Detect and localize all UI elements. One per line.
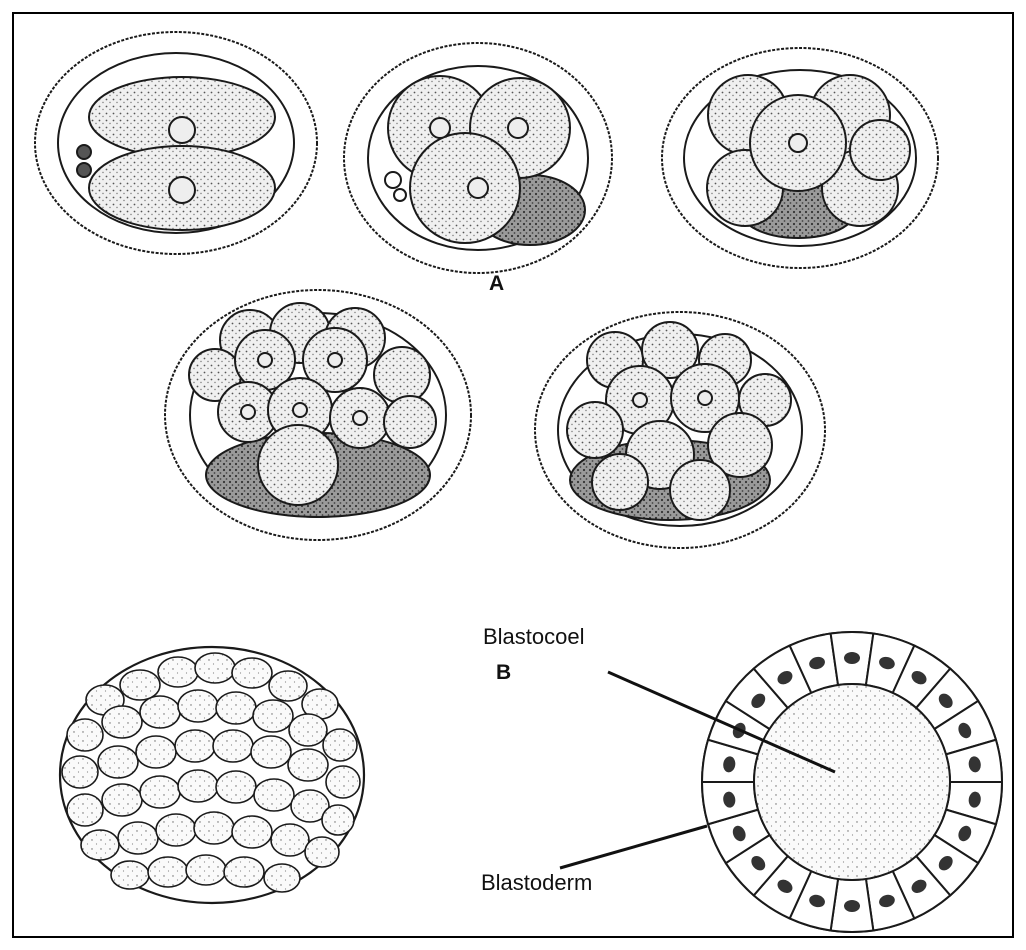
thirty-two-cell-stage	[535, 312, 825, 548]
cell-nucleus	[844, 900, 860, 912]
sixteen-cell-stage	[165, 290, 471, 540]
morula	[60, 647, 364, 903]
blastocoel-cavity	[754, 684, 950, 880]
two-cell-stage	[35, 32, 317, 254]
blastocoel-label: Blastocoel	[483, 624, 585, 650]
blastoderm-leader-line	[560, 826, 707, 868]
part-a-label: A	[489, 272, 504, 296]
four-cell-stage	[344, 43, 612, 273]
blastoderm-label: Blastoderm	[481, 870, 592, 896]
cell-nucleus	[844, 652, 860, 664]
blastula	[702, 632, 1002, 932]
part-b-label: B	[496, 661, 511, 685]
eight-cell-stage	[662, 48, 938, 268]
